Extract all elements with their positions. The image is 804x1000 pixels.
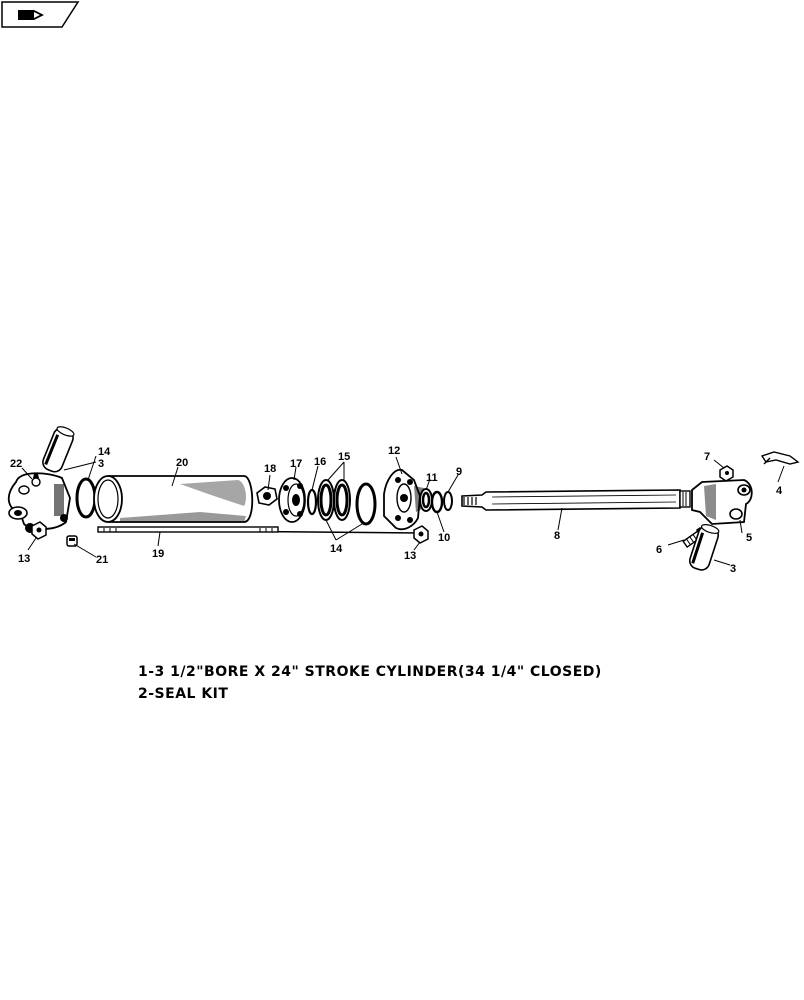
callout-7: 7 <box>704 451 710 463</box>
callout-11: 11 <box>426 472 438 484</box>
callout-13-left: 13 <box>18 553 30 565</box>
callout-14-middle: 14 <box>330 543 343 555</box>
callout-labels: 22 3 14 13 21 20 19 18 17 16 15 14 12 11… <box>10 445 783 575</box>
hand-pointing-icon <box>18 10 44 20</box>
rod-end-head <box>383 468 424 531</box>
piston <box>278 477 306 523</box>
callout-14-left: 14 <box>98 446 111 458</box>
o-ring-middle <box>355 482 377 526</box>
callout-4: 4 <box>776 485 783 497</box>
nav-tab[interactable] <box>1 1 80 28</box>
piston-o-ring <box>306 488 318 516</box>
tie-rod <box>97 526 419 534</box>
clevis-pin-left <box>42 426 75 473</box>
rod-clevis <box>691 479 753 525</box>
parts-caption-line-1: 1-3 1/2"BORE X 24" STROKE CYLINDER(34 1/… <box>138 664 602 680</box>
rod-seal <box>419 488 433 512</box>
leader-lines <box>21 455 785 566</box>
callout-12: 12 <box>388 445 400 457</box>
callout-15: 15 <box>338 451 350 463</box>
nut-left <box>31 521 47 540</box>
callout-21: 21 <box>96 554 108 566</box>
piston-rod <box>461 489 691 511</box>
cap-end-yoke <box>7 472 71 533</box>
callout-16: 16 <box>314 456 326 468</box>
nut-right <box>413 525 429 544</box>
parts-caption-line-2: 2-SEAL KIT <box>138 686 229 702</box>
callout-17: 17 <box>290 458 302 470</box>
lock-nut <box>719 465 734 482</box>
callout-9: 9 <box>456 466 462 478</box>
grease-fitting <box>31 474 41 487</box>
cotter-pin <box>760 451 800 465</box>
callout-13-right: 13 <box>404 550 416 562</box>
wiper-seal <box>430 490 444 514</box>
callout-5: 5 <box>746 532 752 544</box>
callout-6: 6 <box>656 544 662 556</box>
callout-20: 20 <box>176 457 188 469</box>
callout-22: 22 <box>10 458 22 470</box>
piston-seals <box>317 479 351 521</box>
o-ring-left <box>75 477 97 519</box>
fitting-plug <box>66 535 78 547</box>
callout-10: 10 <box>438 532 450 544</box>
callout-3-left: 3 <box>98 458 104 470</box>
callout-19: 19 <box>152 548 164 560</box>
callout-18: 18 <box>264 463 276 475</box>
callout-3-right: 3 <box>730 563 736 575</box>
piston-nut <box>256 486 278 506</box>
cylinder-barrel <box>93 475 254 523</box>
callout-8: 8 <box>554 530 560 542</box>
backup-washer <box>443 491 453 511</box>
clevis-pin-right <box>688 524 720 571</box>
